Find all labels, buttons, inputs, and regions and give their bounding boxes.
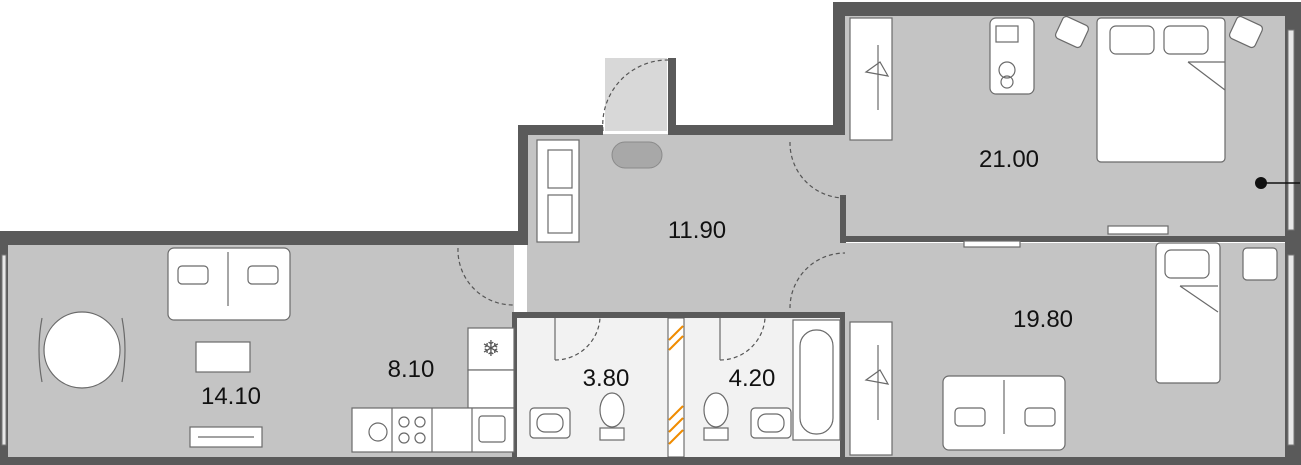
kitchen-counter-row xyxy=(351,407,515,453)
pillow xyxy=(1164,249,1210,279)
shoe-cabinet xyxy=(536,139,580,243)
hall-furniture xyxy=(536,139,663,243)
window-bedroom-small xyxy=(1287,254,1295,446)
nightstand-left xyxy=(1054,15,1090,49)
kitchen-counter xyxy=(467,369,515,409)
nightstand-right xyxy=(1228,15,1264,49)
kitchen-sink xyxy=(478,415,506,443)
entrance-door-swing xyxy=(602,59,669,132)
chair xyxy=(38,317,43,383)
toilet-tank xyxy=(703,427,729,441)
wall-hall-top-right xyxy=(668,125,843,135)
snowflake-icon: ❄ xyxy=(482,337,500,362)
area-label-bathroom-2: 4.20 xyxy=(729,365,776,392)
cushion xyxy=(1024,407,1056,427)
wall-bedroom-stub xyxy=(840,195,846,243)
bedroom-large-furniture xyxy=(849,15,1300,235)
hanger-icon xyxy=(864,369,890,385)
wall-between-bedrooms xyxy=(842,236,1285,242)
entrance-door-area xyxy=(605,58,667,131)
area-label-bedroom-small: 19.80 xyxy=(1013,306,1073,333)
bedroom-small-furniture xyxy=(849,240,1278,456)
wall-bedroom-left xyxy=(833,2,845,135)
wall-entrance-jamb xyxy=(668,58,676,135)
dining-table xyxy=(43,311,121,389)
area-label-bedroom-large: 21.00 xyxy=(979,146,1039,173)
bedroom-small-door-swing xyxy=(789,252,846,309)
nightstand xyxy=(1242,247,1278,281)
wall-living-top xyxy=(0,231,527,245)
toilet xyxy=(599,392,625,428)
area-labels: 21.00 11.90 19.80 14.10 8.10 3.80 4.20 xyxy=(201,146,1073,410)
area-label-kitchen: 8.10 xyxy=(388,356,435,383)
cushion xyxy=(247,265,279,285)
cushion xyxy=(177,265,209,285)
stove-burner xyxy=(398,416,410,428)
teddy-bear-icon xyxy=(998,61,1016,79)
doors xyxy=(457,59,846,361)
hanger-icon xyxy=(864,61,890,77)
sink xyxy=(750,407,792,439)
wall-hall-top-left xyxy=(518,125,603,135)
sink xyxy=(529,407,571,439)
bathroom-1-door-swing xyxy=(554,317,601,361)
bedroom-large-door-swing xyxy=(789,141,846,199)
wall-bottom xyxy=(0,457,1301,465)
living-kitchen-furniture: ❄ xyxy=(38,247,515,453)
pillow xyxy=(1109,25,1155,55)
wardrobe xyxy=(849,17,893,141)
window-living xyxy=(1,254,7,446)
entrance-mat xyxy=(611,141,663,169)
dishwasher-icon xyxy=(368,422,388,442)
wall-bathrooms-top xyxy=(512,312,844,318)
living-door-swing xyxy=(457,247,514,306)
bathroom-fixtures xyxy=(529,319,841,441)
tv-panel-top xyxy=(1107,225,1169,235)
chair xyxy=(121,317,126,383)
stove-burner xyxy=(398,432,410,444)
area-label-living: 14.10 xyxy=(201,383,261,410)
tv-panel xyxy=(963,240,1021,248)
area-label-bathroom-1: 3.80 xyxy=(583,365,630,392)
stove-burner xyxy=(414,432,426,444)
wall-bathroom-2-right xyxy=(840,312,845,462)
cushion xyxy=(954,407,986,427)
area-label-hall: 11.90 xyxy=(668,217,726,244)
stove-burner xyxy=(414,416,426,428)
wall-top xyxy=(833,2,1301,16)
wall-hall-left xyxy=(518,125,528,245)
window-bedroom-large xyxy=(1287,29,1295,231)
wardrobe xyxy=(849,321,893,456)
toilet xyxy=(703,392,729,428)
bathroom-2-door-swing xyxy=(719,317,766,361)
toilet-tank xyxy=(599,427,625,441)
pillow xyxy=(1163,25,1209,55)
coffee-table xyxy=(195,341,251,373)
shaft-hatch xyxy=(668,325,684,445)
